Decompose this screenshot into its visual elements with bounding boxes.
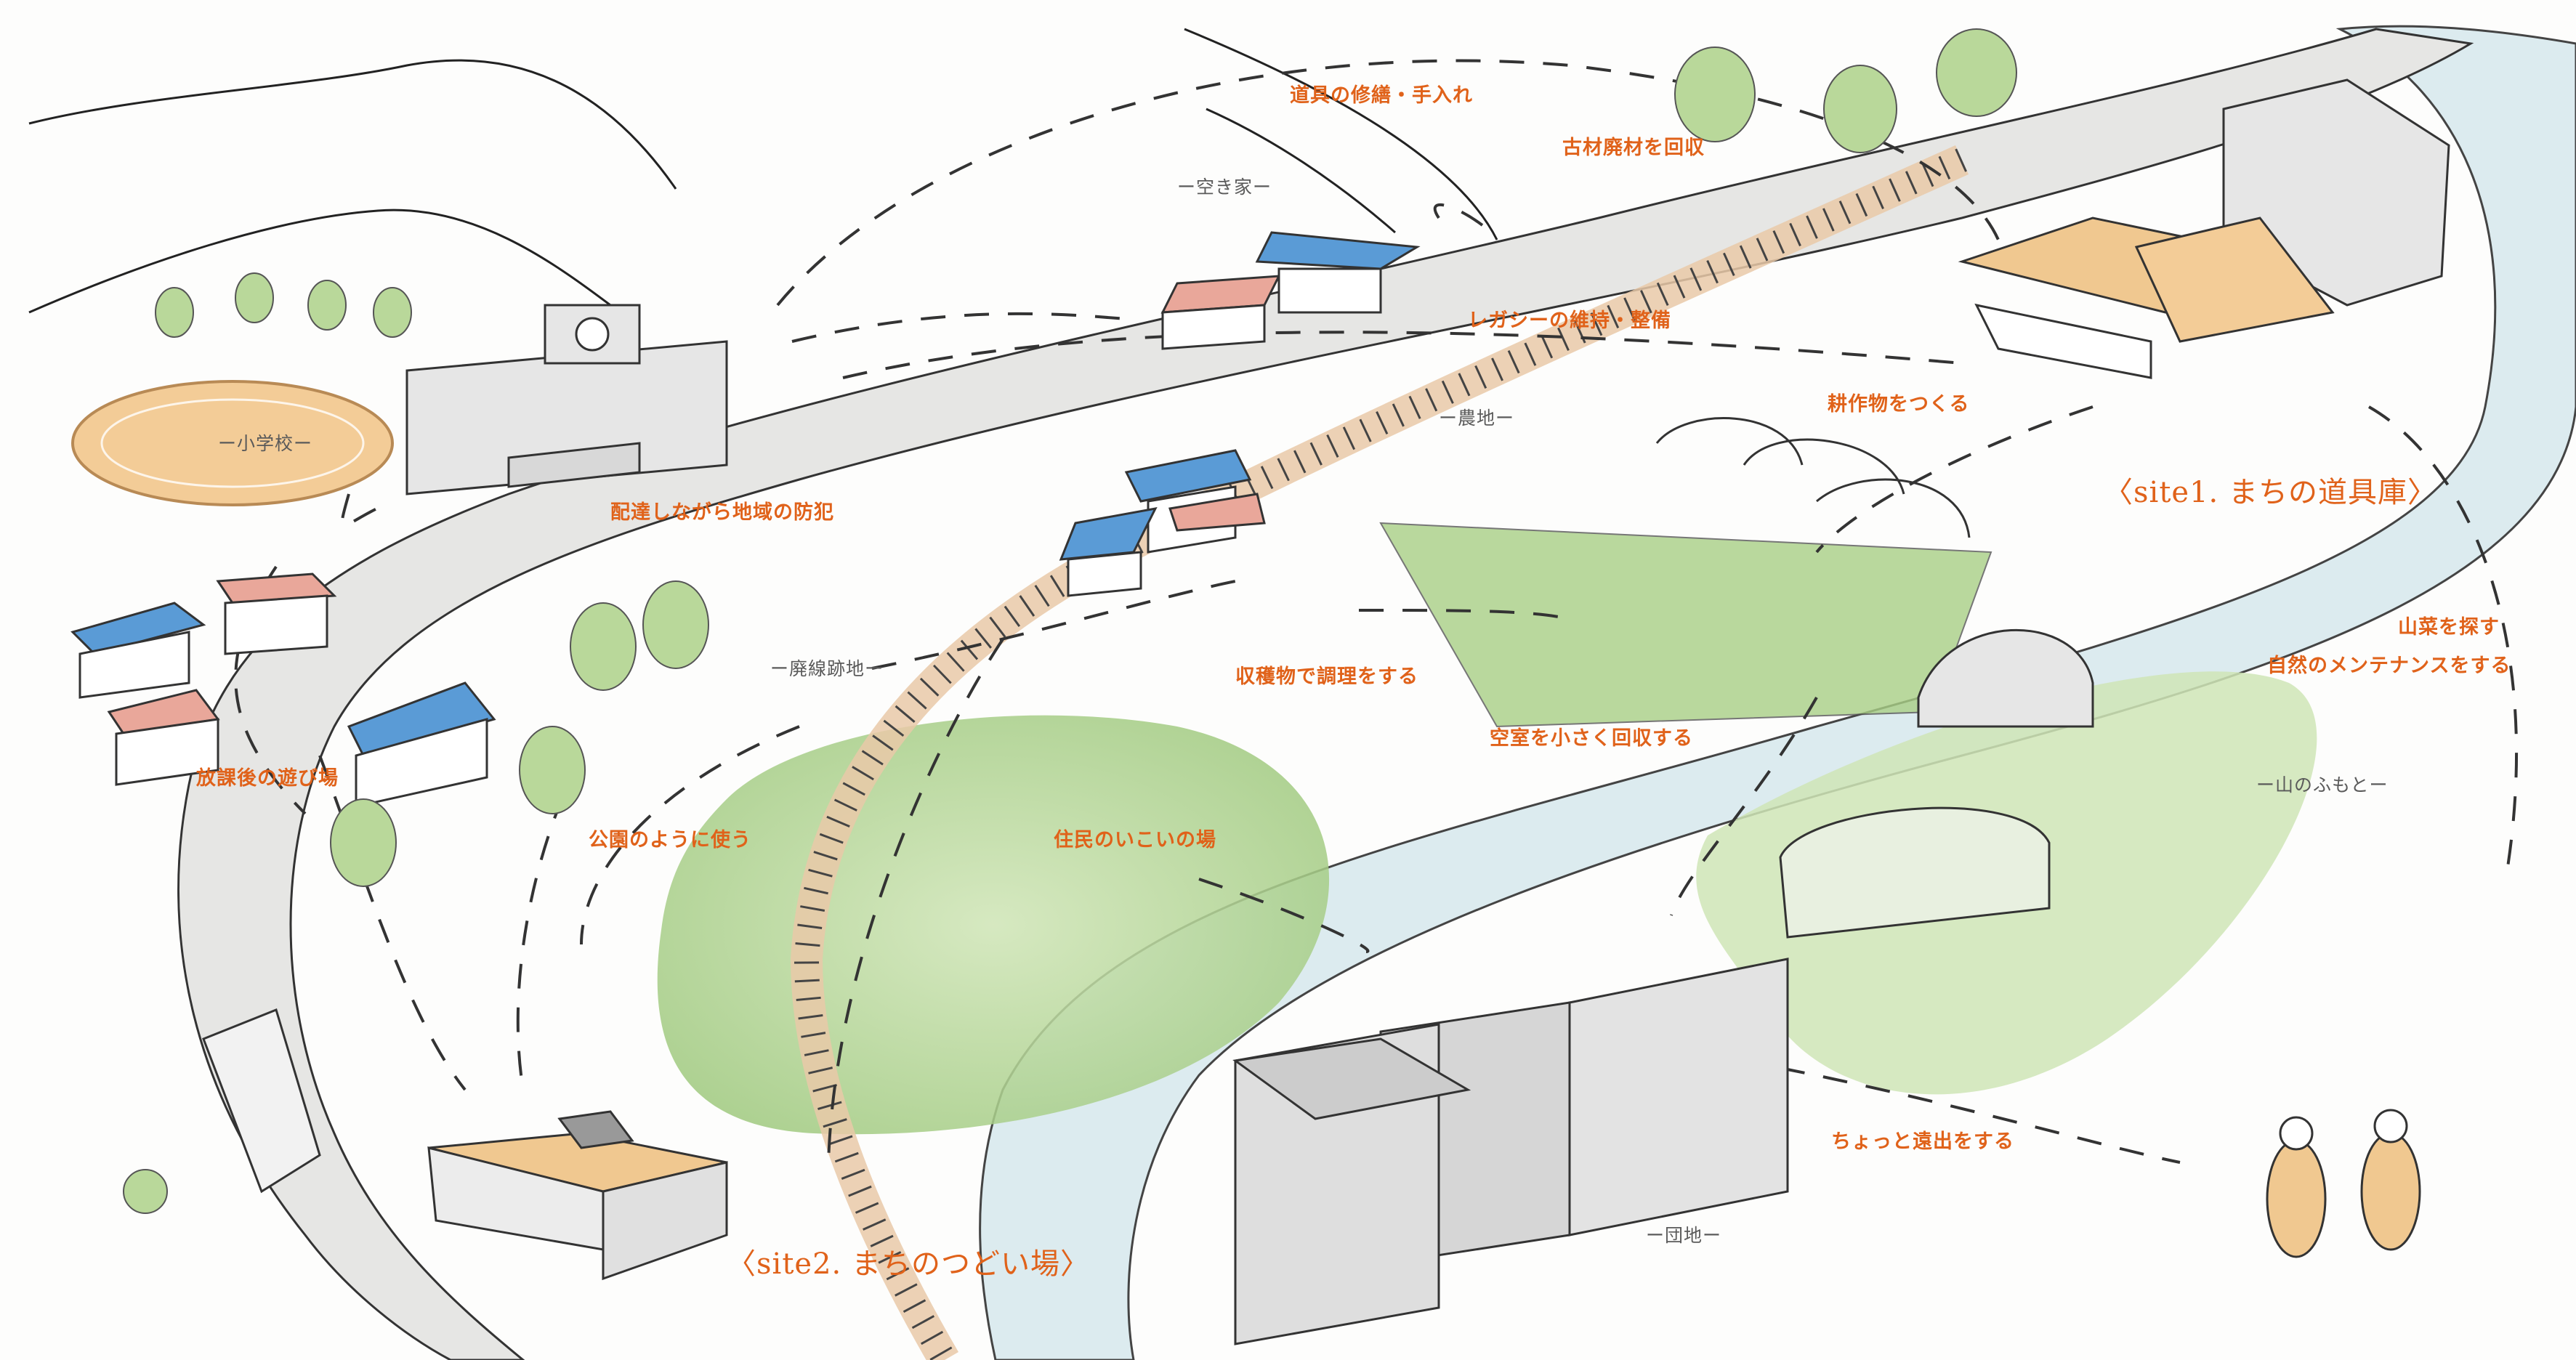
label-akiya: ー空き家ー [1177, 178, 1272, 196]
site1-label: 〈site1. まちの道具庫〉 [2104, 478, 2437, 507]
activity-shizen: 自然のメンテナンスをする [2267, 656, 2511, 676]
farmland-field [1381, 523, 1991, 726]
label-shogakko: ー小学校ー [218, 434, 312, 453]
apartment-blocks [1235, 959, 1788, 1344]
activity-chotto: ちょっと遠出をする [1831, 1132, 2014, 1151]
label-yamanofumoto: ー山のふもとー [2256, 776, 2389, 794]
activity-haitatsu: 配達しながら地域の防犯 [610, 503, 834, 522]
activity-ikoi: 住民のいこいの場 [1054, 830, 1216, 850]
activity-koen: 公園のように使う [589, 830, 751, 850]
activity-legacy: レガシーの維持・整備 [1468, 311, 1671, 331]
park-green-area [658, 716, 1329, 1135]
activity-kozai: 古材廃材を回収 [1562, 138, 1705, 158]
label-nochi: ー農地ー [1439, 409, 1514, 427]
activity-hokago: 放課後の遊び場 [196, 769, 339, 788]
activity-kushitsu: 空室を小さく回収する [1490, 729, 1693, 748]
mountain-ridge-top [1184, 29, 1497, 240]
people-figures [2267, 1110, 2420, 1257]
site2-building [429, 1112, 727, 1279]
movement-arrows [235, 61, 2516, 1162]
activity-kousaku: 耕作物をつくる [1828, 394, 1969, 414]
school-building [407, 305, 727, 494]
activity-shuzen: 道具の修繕・手入れ [1290, 86, 1473, 105]
label-danchi: ー団地ー [1646, 1226, 1721, 1244]
site2-label: 〈site2. まちのつどい場〉 [727, 1250, 1090, 1279]
mountain-ridge-back [1206, 109, 1395, 232]
label-haisen: ー廃線跡地ー [770, 660, 884, 678]
mountain-ridge-left [29, 60, 676, 189]
activity-shukaku: 収穫物で調理をする [1235, 667, 1418, 687]
activity-sansai: 山菜を探す [2398, 618, 2500, 637]
